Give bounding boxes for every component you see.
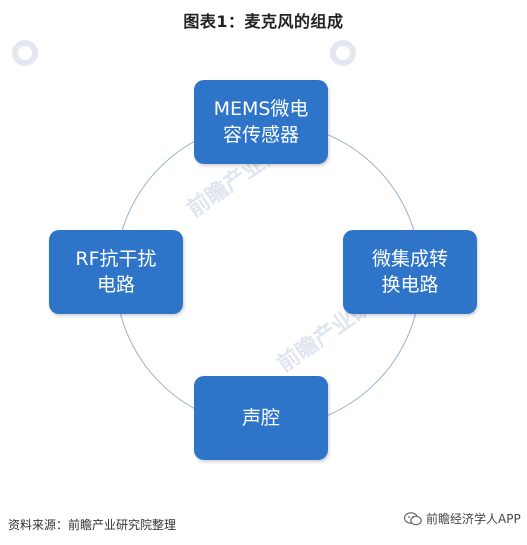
node-conversion-circuit: 微集成转 换电路 [343,230,477,314]
node-mems-sensor: MEMS微电 容传感器 [194,80,328,164]
watermark-logo-icon [330,40,356,66]
wechat-account-label: 前瞻经济学人APP [426,512,521,526]
node-rf-anti-interference-circuit: RF抗干扰 电路 [49,230,183,314]
figure-title: 图表1：麦克风的组成 [183,12,344,31]
wechat-icon [404,511,422,525]
wechat-credit: 前瞻经济学人APP [404,510,521,527]
source-note: 资料来源：前瞻产业研究院整理 [8,518,177,532]
watermark-logo-icon [12,40,38,66]
node-acoustic-cavity: 声腔 [194,376,328,460]
